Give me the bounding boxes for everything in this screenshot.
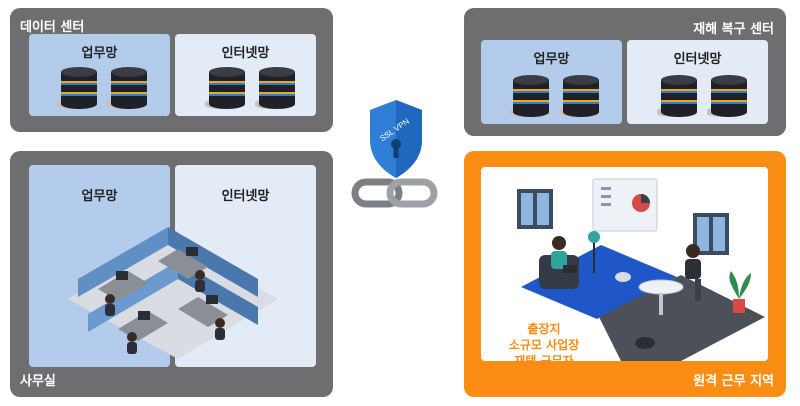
dr-zone-business: 업무망 (481, 40, 622, 124)
chain-link-icon (351, 178, 438, 208)
remote-illustration-area (481, 167, 768, 361)
zone-label: 업무망 (81, 46, 118, 61)
zone-label: 업무망 (533, 52, 570, 67)
server-icon (657, 75, 697, 117)
lock-icon (391, 139, 401, 158)
server-icon (559, 75, 599, 117)
remote-title: 원격 근무 지역 (693, 374, 774, 389)
office-panel: 업무망 인터넷망 사무실 (10, 151, 333, 397)
datacenter-zone-business: 업무망 (29, 34, 170, 116)
server-icon (255, 67, 295, 109)
vpn-connector: SSL VPN (351, 100, 438, 208)
server-icon (205, 67, 245, 109)
datacenter-panel: 데이터 센터 업무망 인터넷망 (10, 8, 333, 132)
office-title: 사무실 (20, 374, 56, 389)
remote-locations: 출장지 소규모 사업장 재택 근무자 (464, 321, 624, 369)
datacenter-title: 데이터 센터 (20, 20, 85, 35)
location-small-office: 소규모 사업장 (508, 338, 580, 352)
server-icon (707, 75, 747, 117)
zone-label: 인터넷망 (221, 189, 270, 204)
server-icon (107, 67, 147, 109)
server-icon (57, 67, 97, 109)
remote-work-illustration (517, 178, 765, 361)
location-business-trip: 출장지 (527, 322, 561, 336)
location-home-worker: 재택 근무자 (514, 354, 574, 368)
datacenter-zone-internet: 인터넷망 (175, 34, 316, 116)
dr-center-panel: 재해 복구 센터 업무망 인터넷망 (464, 8, 786, 136)
zone-label: 업무망 (81, 189, 118, 204)
remote-panel: 출장지 소규모 사업장 재택 근무자 원격 근무 지역 (464, 151, 786, 397)
dr-center-title: 재해 복구 센터 (693, 22, 774, 37)
server-icon (509, 75, 549, 117)
zone-label: 인터넷망 (673, 52, 722, 67)
office-cubicles-illustration (68, 227, 278, 359)
dr-zone-internet: 인터넷망 (627, 40, 768, 124)
zone-label: 인터넷망 (221, 46, 270, 61)
